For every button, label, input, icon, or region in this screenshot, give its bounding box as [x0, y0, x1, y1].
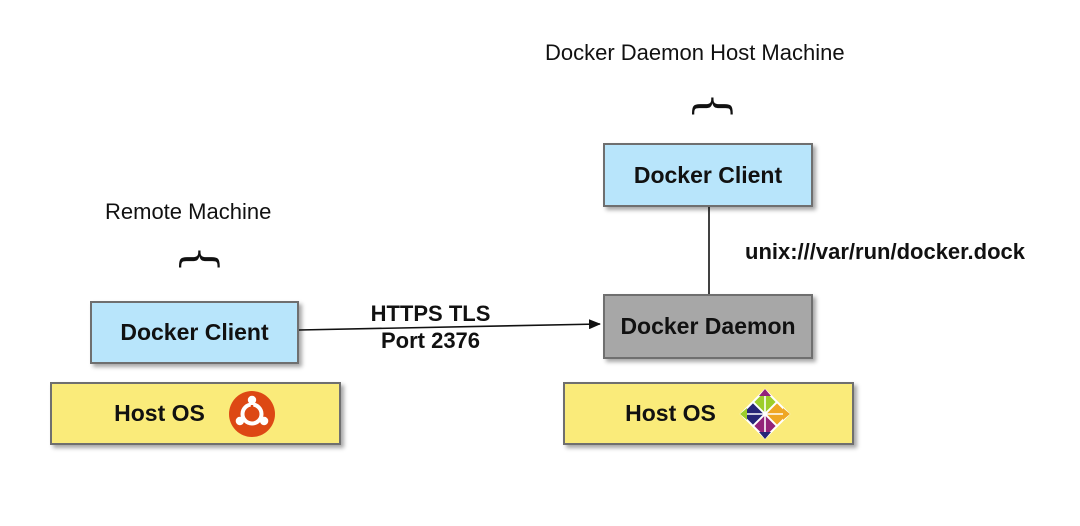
daemon-host-docker-client-label: Docker Client — [633, 161, 783, 188]
remote-docker-client-label: Docker Client — [120, 319, 269, 345]
daemon-host-brace: { — [688, 92, 739, 120]
remote-connection-port: Port 2376 — [380, 328, 481, 353]
remote-connection-label: HTTPS TLS Port 2376 — [358, 300, 503, 354]
centos-logo-icon — [739, 388, 791, 439]
remote-host-os-label: Host OS — [114, 400, 205, 426]
daemon-host-os-box: Host OS — [563, 382, 854, 445]
remote-docker-client-box: Docker Client — [90, 301, 299, 364]
remote-connection-protocol: HTTPS TLS — [370, 301, 491, 326]
daemon-host-docker-client-box: Docker Client — [603, 143, 813, 207]
remote-host-os-box: Host OS — [50, 382, 341, 445]
docker-daemon-box: Docker Daemon — [603, 294, 813, 359]
daemon-host-caption: Docker Daemon Host Machine — [545, 40, 845, 65]
local-connection-label: unix:///var/run/docker.dock — [745, 239, 1025, 264]
ubuntu-logo-icon — [228, 390, 275, 437]
remote-connection-arrow — [298, 319, 601, 331]
daemon-host-os-label: Host OS — [625, 400, 716, 426]
remote-machine-brace: { — [175, 245, 226, 273]
docker-daemon-label: Docker Daemon — [620, 313, 796, 339]
remote-machine-caption: Remote Machine — [105, 199, 272, 224]
